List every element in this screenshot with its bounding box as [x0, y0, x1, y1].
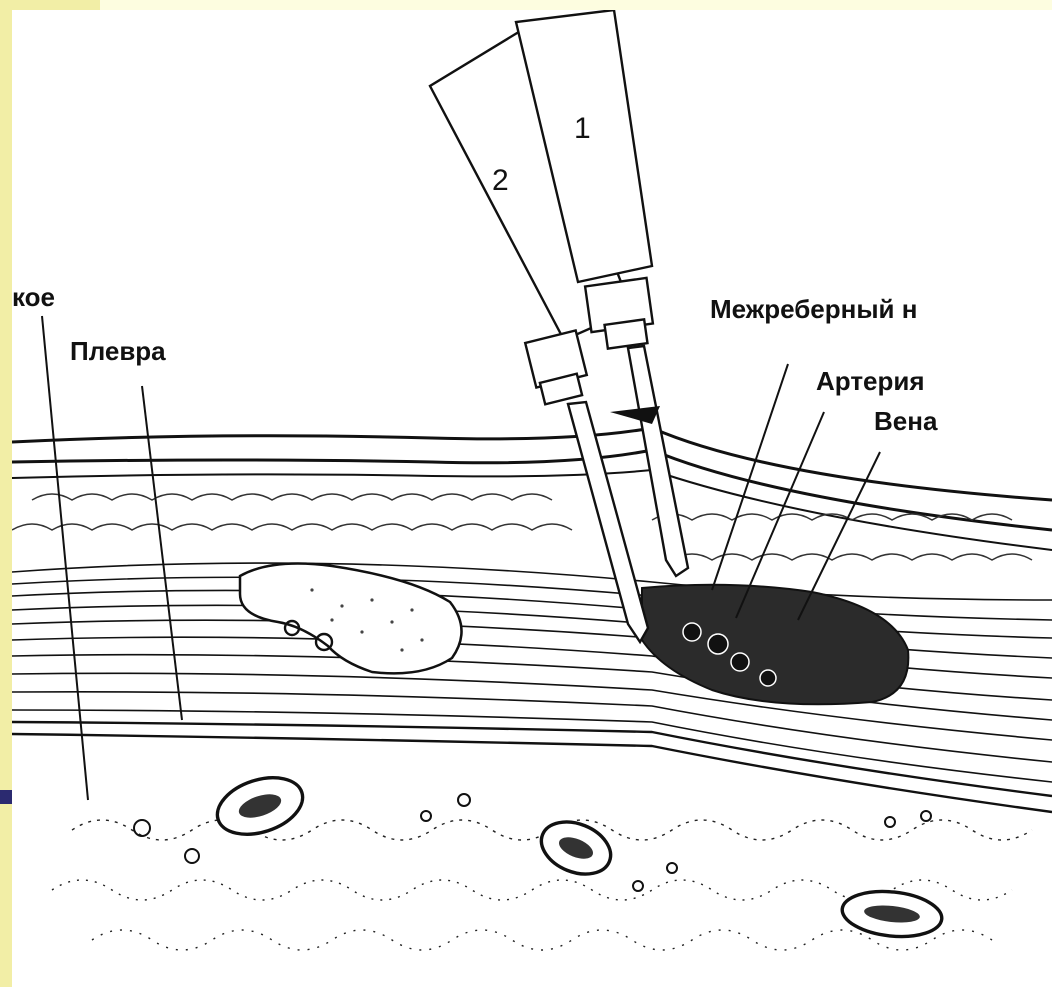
intercostal-nerve-label: Межреберный н [710, 294, 917, 324]
left-accent-mark [0, 790, 12, 804]
left-accent-strip [0, 0, 12, 987]
pleura-label: Плевра [70, 336, 166, 366]
needle-1-label: 1 [574, 112, 591, 145]
intercostal-block-illustration: кое Плевра Межреберный н Артерия Вена 1 … [12, 10, 1052, 987]
anatomy-diagram: кое Плевра Межреберный н Артерия Вена 1 … [12, 10, 1052, 987]
artery-label: Артерия [816, 366, 925, 396]
vein-label: Вена [874, 406, 938, 436]
needle-2-label: 2 [492, 164, 509, 197]
lung-label: кое [12, 282, 55, 312]
